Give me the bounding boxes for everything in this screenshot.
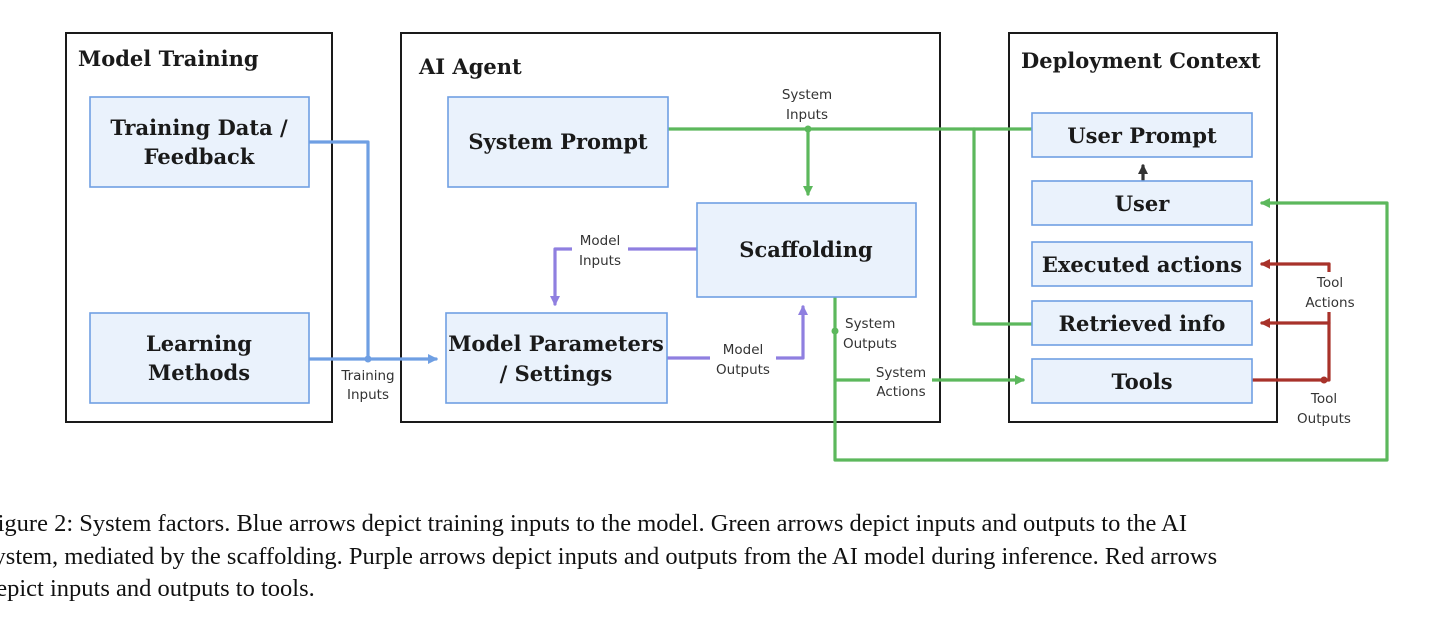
ai-agent-frame <box>400 32 941 423</box>
model-inputs-arrow <box>550 247 699 306</box>
svg-text:Feedback: Feedback <box>144 144 255 169</box>
training-data-node: Training Data / Feedback <box>89 96 310 188</box>
svg-text:System: System <box>876 365 926 381</box>
deployment-context-frame <box>1008 32 1278 423</box>
caption-line-2: system, mediated by the scaffolding. Pur… <box>0 542 1218 570</box>
svg-text:Learning: Learning <box>146 331 252 356</box>
tool-actions-label: Tool Actions <box>1303 272 1359 312</box>
svg-text:User: User <box>1115 191 1170 216</box>
svg-text:Outputs: Outputs <box>716 362 770 378</box>
svg-text:Scaffolding: Scaffolding <box>739 237 873 262</box>
retrieved-info-line <box>972 127 1034 326</box>
svg-text:Actions: Actions <box>876 384 925 400</box>
svg-text:System: System <box>845 316 895 332</box>
svg-text:Training: Training <box>340 368 394 384</box>
svg-text:Inputs: Inputs <box>786 107 828 123</box>
training-junction-dot <box>364 355 372 363</box>
ai-agent-title: AI Agent <box>418 54 522 79</box>
svg-text:Model Parameters: Model Parameters <box>448 331 664 356</box>
system-outputs-line <box>833 198 1389 462</box>
caption-line-1: Figure 2: System factors. Blue arrows de… <box>0 510 1188 537</box>
system-actions-label: System Actions <box>870 362 932 400</box>
system-inputs-junction-dot <box>804 125 812 133</box>
svg-text:Outputs: Outputs <box>843 336 897 352</box>
svg-text:System Prompt: System Prompt <box>468 129 648 154</box>
user-node: User <box>1031 180 1253 226</box>
svg-text:Retrieved info: Retrieved info <box>1059 311 1226 336</box>
tool-outputs-label: Tool Outputs <box>1297 391 1351 427</box>
svg-text:User Prompt: User Prompt <box>1067 123 1217 148</box>
system-inputs-label: System Inputs <box>782 87 832 123</box>
system-outputs-label: System Outputs <box>843 316 897 352</box>
svg-text:Model: Model <box>723 342 764 358</box>
user-prompt-node: User Prompt <box>1031 112 1253 158</box>
system-factors-diagram: Model Training AI Agent Deployment Conte… <box>65 32 1389 462</box>
deployment-context-title: Deployment Context <box>1021 48 1261 73</box>
svg-text:System: System <box>782 87 832 103</box>
svg-text:Training Data /: Training Data / <box>110 115 288 140</box>
svg-text:Tool: Tool <box>1316 275 1343 291</box>
svg-text:Methods: Methods <box>148 360 250 385</box>
executed-actions-node: Executed actions <box>1031 241 1253 287</box>
training-data-connector <box>308 140 370 361</box>
model-training-frame <box>65 32 333 423</box>
retrieved-info-node: Retrieved info <box>1031 300 1253 346</box>
model-outputs-label: Model Outputs <box>710 340 776 378</box>
svg-text:Executed actions: Executed actions <box>1042 252 1242 277</box>
svg-text:Tools: Tools <box>1111 369 1172 394</box>
svg-text:Outputs: Outputs <box>1297 411 1351 427</box>
svg-text:Model: Model <box>580 233 621 249</box>
model-parameters-node: Model Parameters / Settings <box>445 312 668 404</box>
tools-node: Tools <box>1031 358 1253 404</box>
learning-methods-node: Learning Methods <box>89 312 310 404</box>
tool-outputs-junction-dot <box>1320 376 1328 384</box>
system-prompt-node: System Prompt <box>447 96 669 188</box>
system-outputs-junction-dot <box>831 327 839 335</box>
figure-caption: Figure 2: System factors. Blue arrows de… <box>0 508 1456 606</box>
svg-text:Inputs: Inputs <box>579 253 621 269</box>
model-inputs-label: Model Inputs <box>572 231 628 269</box>
scaffolding-node: Scaffolding <box>696 202 917 298</box>
svg-text:Tool: Tool <box>1310 391 1337 407</box>
training-inputs-label: Training Inputs <box>338 365 398 403</box>
model-training-title: Model Training <box>78 46 259 71</box>
svg-text:Actions: Actions <box>1305 295 1354 311</box>
svg-text:Inputs: Inputs <box>347 387 389 403</box>
svg-text:/ Settings: / Settings <box>500 361 613 386</box>
caption-line-3: depict inputs and outputs to tools. <box>0 575 315 602</box>
